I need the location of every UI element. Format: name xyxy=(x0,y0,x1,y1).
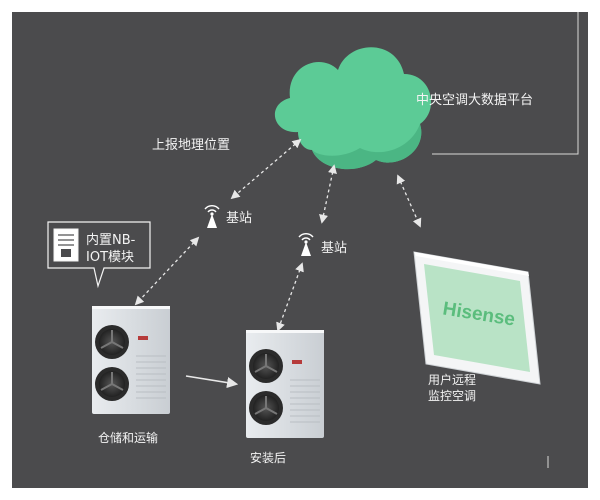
link-cloud-tablet xyxy=(396,174,422,228)
report-location-label: 上报地理位置 xyxy=(152,138,231,153)
station-label-2: 基站 xyxy=(321,241,348,256)
module-label: 内置NB- IOT模块 xyxy=(86,232,135,266)
unit-label-installed: 安装后 xyxy=(250,451,287,465)
tablet-caption: 用户远程 监控空调 xyxy=(428,372,476,404)
link-cloud-station2 xyxy=(319,164,337,224)
antenna-icon xyxy=(298,233,314,256)
tablet-icon xyxy=(413,251,541,385)
module-label-line2: IOT模块 xyxy=(86,250,135,265)
antenna-icon xyxy=(204,205,220,228)
transport-arrow xyxy=(185,375,239,389)
link-cloud-station1 xyxy=(230,138,302,200)
tablet-caption-line2: 监控空调 xyxy=(428,389,477,403)
unit-label-storage: 仓储和运输 xyxy=(98,431,159,445)
tablet-caption-line1: 用户远程 xyxy=(428,373,477,387)
frame-line-top xyxy=(432,12,579,155)
station-label-1: 基站 xyxy=(226,211,253,226)
ac-unit-icon xyxy=(92,306,170,414)
ac-unit-icon xyxy=(246,330,324,438)
cloud-label: 中央空调大数据平台 xyxy=(416,93,534,108)
cloud-icon xyxy=(274,47,432,170)
link-station2-unit2 xyxy=(276,262,304,332)
module-callout xyxy=(47,221,151,289)
module-label-line1: 内置NB- xyxy=(86,233,136,248)
